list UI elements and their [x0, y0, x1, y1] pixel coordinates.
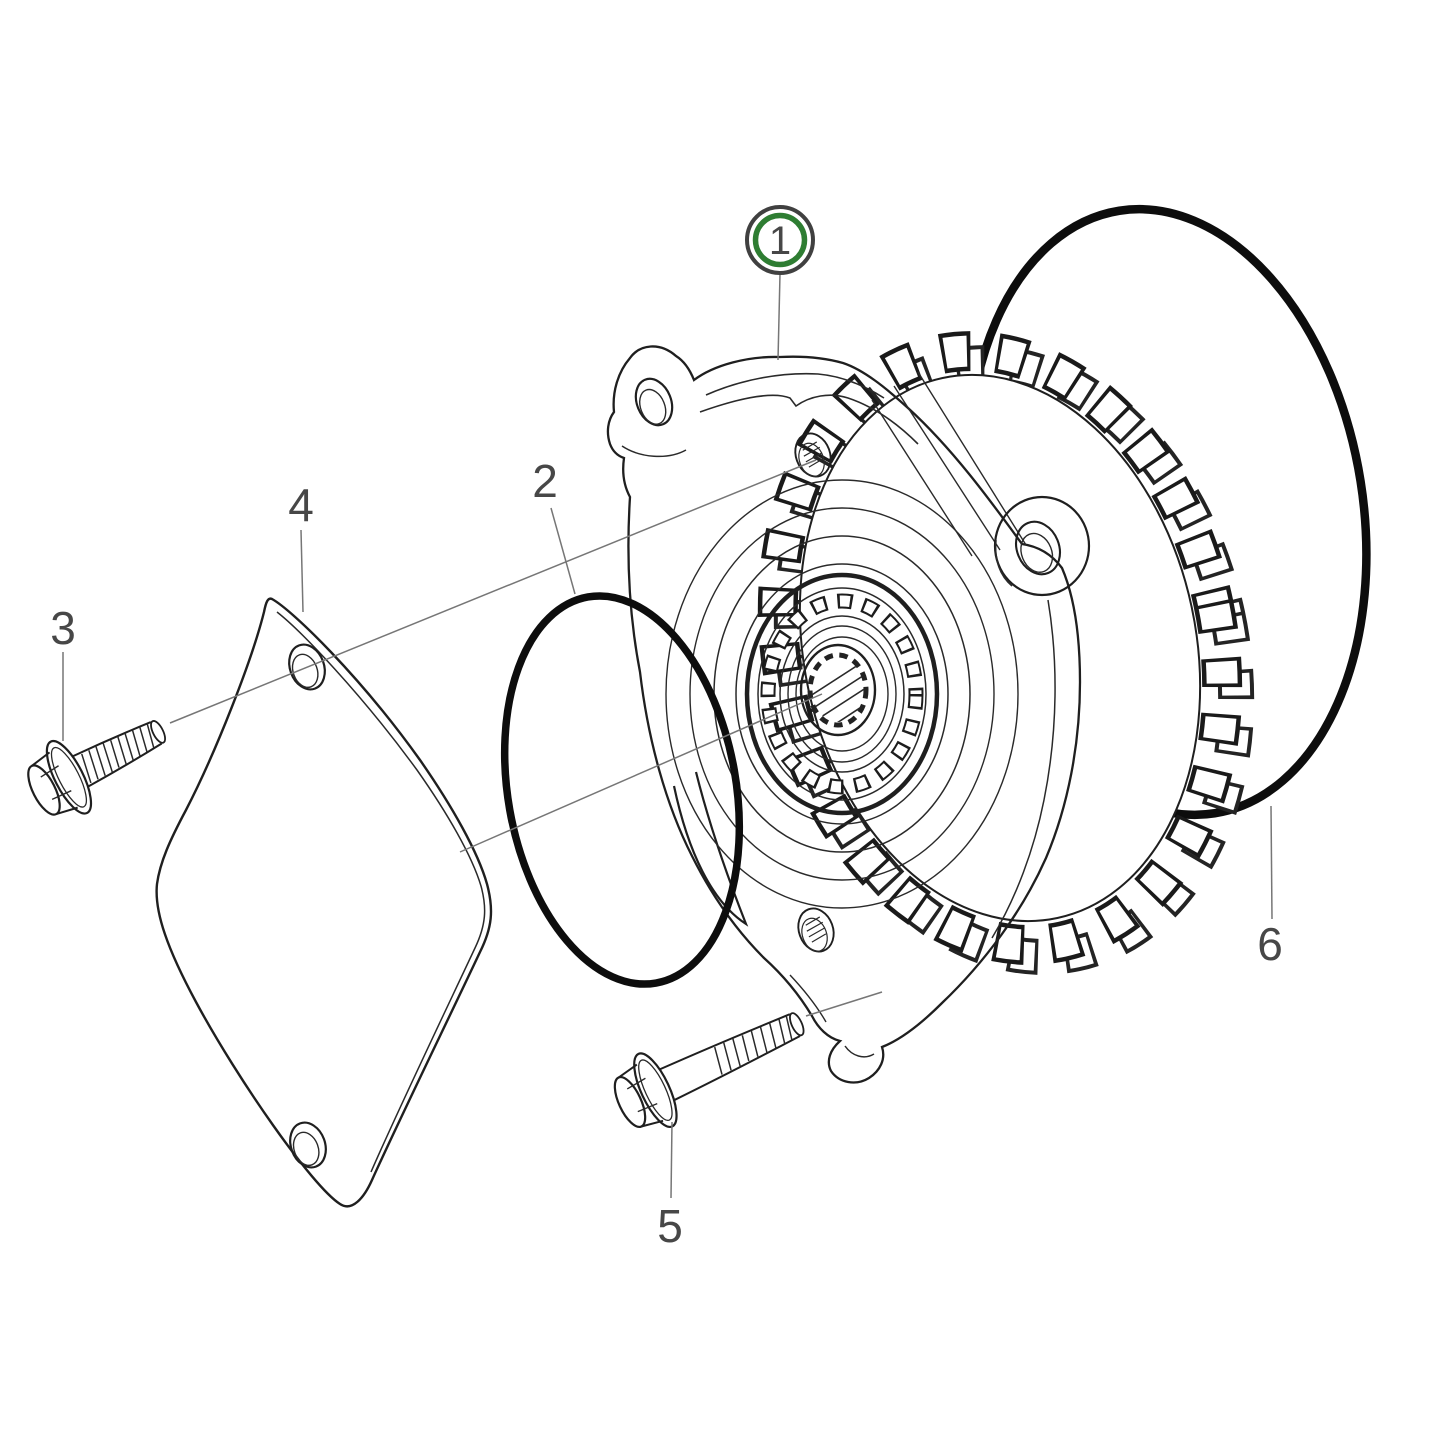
callout-2-label: 2: [532, 455, 558, 507]
callout-4-label: 4: [288, 479, 314, 531]
pump-body: [606, 345, 1091, 1084]
bearing-balls: [760, 593, 924, 795]
callout-6: 6: [1257, 805, 1283, 970]
assembly-axis-lines: [169, 459, 883, 1017]
threaded-hole-bottom: [797, 907, 835, 953]
callout-2-leader: [550, 507, 576, 595]
bearing-assembly: [665, 479, 1019, 909]
callout-5-label: 5: [657, 1200, 683, 1252]
thread-lines: [713, 1015, 793, 1075]
pump-flange-outline: [606, 345, 1082, 1084]
o-ring-small: [500, 592, 744, 988]
callout-1-highlight-ring: [752, 212, 808, 268]
cover-plate: [155, 597, 493, 1208]
callout-4: 4: [288, 479, 314, 613]
plate-hole-bottom: [289, 1121, 327, 1169]
callouts: 1 2 3 4 5 6: [50, 205, 1283, 1252]
axis-line-bolt-upper: [169, 459, 817, 724]
callout-5: 5: [657, 1121, 683, 1252]
cover-plate-outline: [155, 597, 493, 1208]
threaded-hole-top: [794, 432, 832, 478]
callout-6-label: 6: [1257, 918, 1283, 970]
callout-1: 1: [745, 205, 815, 361]
mount-boss-right: [993, 495, 1091, 597]
flange-bolt-upper: [27, 720, 166, 816]
flange-bolt-lower: [613, 1012, 805, 1129]
callout-1-label: 1: [769, 219, 791, 263]
axis-line-center: [459, 693, 823, 853]
callout-1-leader: [777, 273, 781, 361]
axis-line-bolt-lower: [805, 991, 883, 1017]
spline-hatching: [812, 658, 864, 722]
thread-lines: [81, 723, 155, 784]
gear-teeth: [757, 331, 1243, 965]
spline-bore: [799, 643, 877, 737]
pump-gear: [757, 331, 1255, 975]
callout-3: 3: [50, 602, 76, 741]
callout-4-leader: [300, 529, 304, 613]
callout-5-leader: [670, 1121, 673, 1199]
callout-3-label: 3: [50, 602, 76, 654]
callout-6-leader: [1270, 805, 1273, 920]
callout-2: 2: [532, 455, 576, 595]
mount-hole-top-left: [634, 377, 674, 427]
